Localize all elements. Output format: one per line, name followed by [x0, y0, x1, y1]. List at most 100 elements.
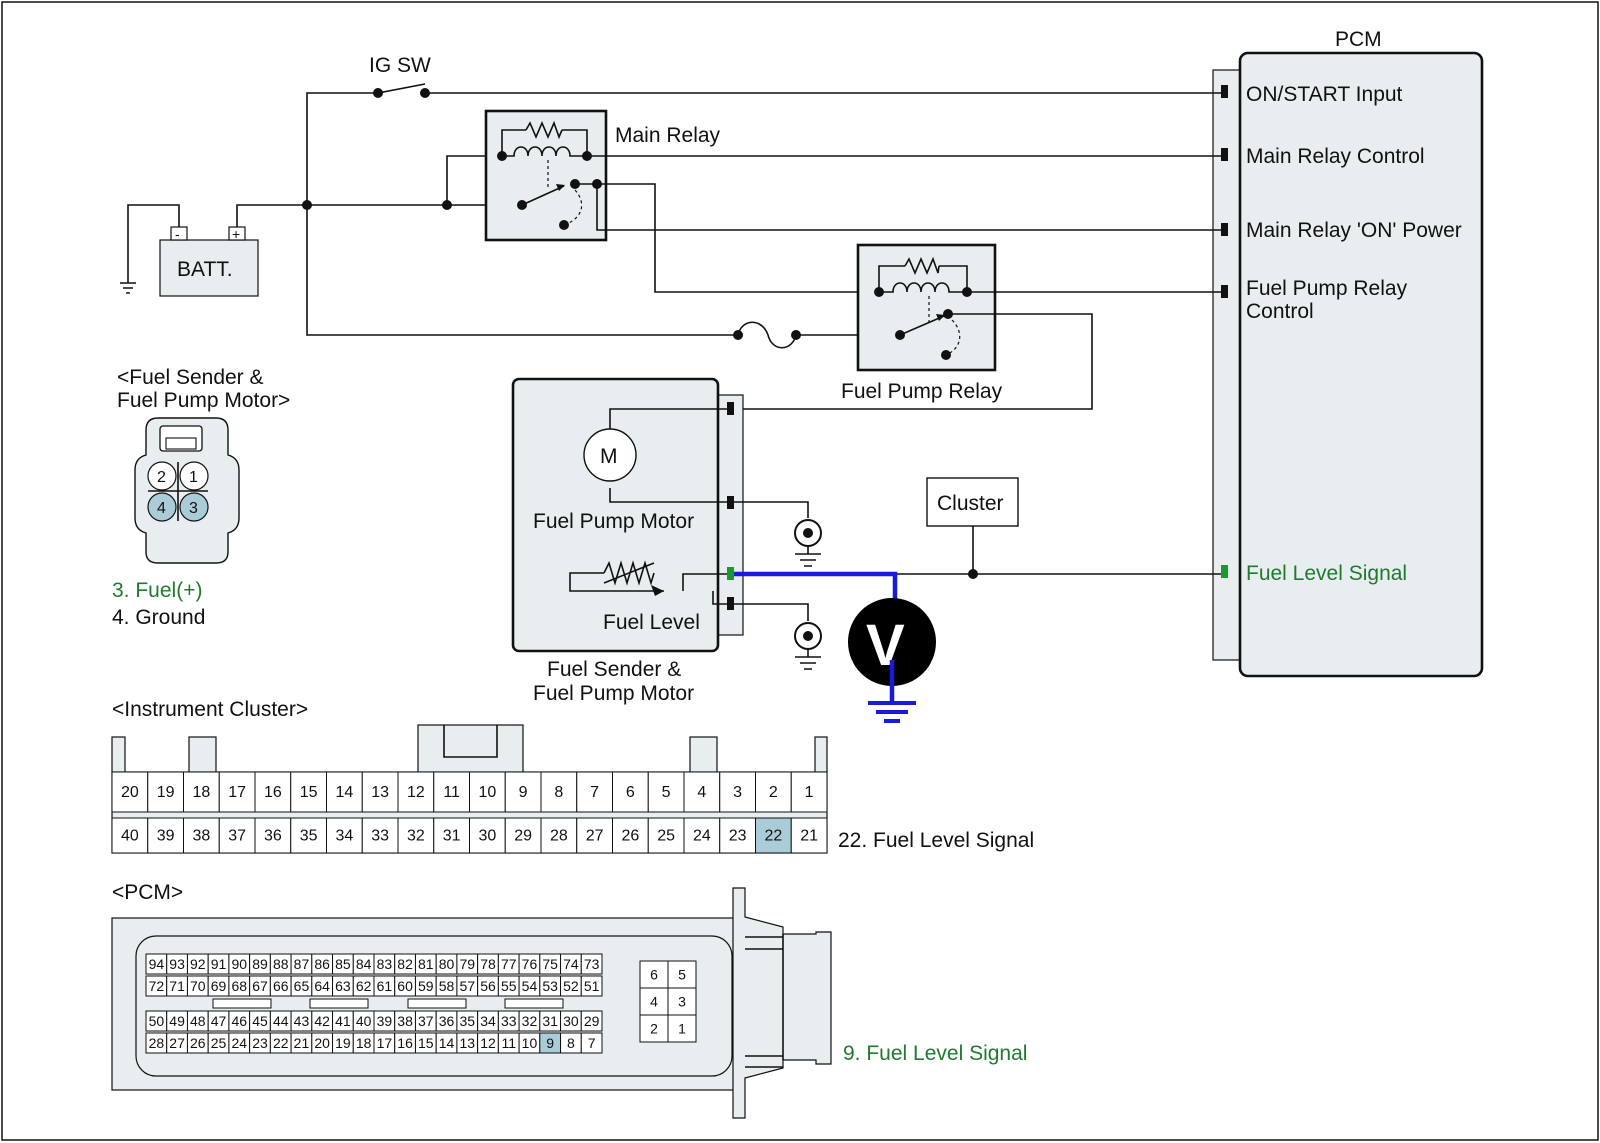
cluster-connector-tab [188, 736, 217, 773]
cluster-pin-13-cell [361, 771, 399, 813]
pcm-key-slot [407, 998, 467, 1009]
pcm-pin-39-label: 39 [377, 1013, 393, 1029]
pcm-pin-74-label: 74 [563, 956, 579, 972]
cluster-pin-27-label: 27 [586, 828, 604, 845]
pcm-pin-51-cell [580, 975, 603, 997]
pcm-pin-22-label: 22 [273, 1035, 289, 1051]
voltmeter-ground-symbol [868, 701, 916, 723]
pcm-pin-24-label: 24 [231, 1035, 247, 1051]
cluster-pin-17-cell [218, 771, 256, 813]
pcm-pin-48-label: 48 [190, 1013, 206, 1029]
cluster-pin-32-cell [397, 817, 435, 854]
cluster-pin-7-label: 7 [590, 784, 599, 801]
sender-wiper-arrow [651, 585, 664, 596]
pcm-pin-63-label: 63 [335, 978, 351, 994]
cluster-pin-9-cell [504, 771, 542, 813]
ig-switch-blade [377, 83, 426, 94]
fuel-sender-assembly: M Fuel Pump Motor Fuel Level Fuel Sender… [511, 377, 744, 705]
sender-pin-cross [148, 462, 208, 521]
cluster-pin-31-cell [433, 817, 470, 854]
cluster-pin-28-cell [540, 817, 578, 854]
sender-terminal-ground [727, 597, 734, 610]
cluster-pin-28-label: 28 [550, 828, 568, 845]
pcm-terminal-on-start [1221, 85, 1228, 98]
pcm-terminal-main-relay-on-power [1221, 223, 1228, 236]
cluster-pin-6-label: 6 [626, 784, 635, 801]
cluster-pin-26-label: 26 [621, 828, 639, 845]
cluster-pin-8-label: 8 [554, 784, 563, 801]
cluster-pin-37-label: 37 [228, 828, 246, 845]
cluster-pin-1-cell [790, 771, 828, 813]
fuel-sender-box [511, 377, 720, 653]
pcm-pin-80-label: 80 [439, 956, 455, 972]
sender-connector-latch-inner [165, 437, 197, 450]
wire-fp-relay-to-motor [735, 313, 1093, 410]
cluster-label: Cluster [937, 492, 1004, 515]
pcm-pin-72-label: 72 [149, 978, 165, 994]
pcm-pin-8-label: 8 [567, 1035, 575, 1051]
pcm-pin-47-label: 47 [211, 1013, 227, 1029]
cluster-pin-21-cell [790, 817, 828, 854]
sender-ground-symbol [795, 649, 821, 670]
cluster-pin-3-label: 3 [733, 784, 742, 801]
pcm-pin-66-label: 66 [273, 978, 289, 994]
ig-switch-label: IG SW [369, 54, 431, 77]
pcm-pin-81-label: 81 [418, 956, 434, 972]
relay-contact [497, 151, 507, 161]
ig-switch-contact [420, 88, 430, 98]
wire-main-relay-on-power [596, 184, 1221, 231]
pcm-key-slot [212, 998, 272, 1009]
cluster-pin-34-cell [326, 817, 363, 854]
pcm-pin-10-label: 10 [522, 1035, 538, 1051]
fuse-symbol [737, 321, 797, 349]
cluster-pin-36-cell [254, 817, 292, 854]
cluster-pin-39-label: 39 [157, 828, 175, 845]
pcm-pin-25-label: 25 [211, 1035, 227, 1051]
pcm-pin-46-label: 46 [231, 1013, 247, 1029]
pcm-pin-77-label: 77 [501, 956, 517, 972]
fuse-contact [791, 330, 801, 340]
cluster-pin-39-cell [147, 817, 184, 854]
pcm-pin-16-label: 16 [397, 1035, 413, 1051]
pcm-label-fuel-pump-relay-control-2: Control [1246, 300, 1314, 323]
relay-contact [962, 287, 972, 297]
cluster-pin-12-cell [397, 771, 435, 813]
cluster-pin-4-label: 4 [697, 784, 706, 801]
cluster-pin-15-label: 15 [300, 784, 318, 801]
fuse-contact [733, 330, 743, 340]
junction-dot [968, 569, 978, 579]
motor-terminal-pos [727, 402, 734, 415]
fuel-level-label: Fuel Level [603, 611, 700, 634]
fuel-pump-relay-label: Fuel Pump Relay [841, 380, 1003, 403]
pcm-label-fuel-pump-relay-control-1: Fuel Pump Relay [1246, 277, 1408, 300]
pcm-side-pin-6-label: 6 [650, 967, 658, 983]
voltmeter-letter: V [866, 613, 905, 678]
pcm-pin-36-label: 36 [439, 1013, 455, 1029]
cluster-connector-title: <Instrument Cluster> [112, 698, 308, 721]
pcm-pin-65-label: 65 [294, 978, 310, 994]
pcm-connector-strip [1212, 69, 1244, 661]
pcm-side-pin-3-cell [667, 987, 697, 1016]
pcm-pin-85-label: 85 [335, 956, 351, 972]
cluster-pin-6-cell [612, 771, 649, 813]
fp-relay-resistor [904, 256, 940, 276]
pcm-pin-57-label: 57 [459, 978, 475, 994]
pcm-pin-34-label: 34 [480, 1013, 496, 1029]
pcm-pin-91-label: 91 [211, 956, 227, 972]
pcm-pin-73-cell [580, 953, 603, 975]
cluster-connector-tab [111, 736, 126, 773]
pcm-pin-7-label: 7 [588, 1035, 596, 1051]
relay-contact [874, 287, 884, 297]
main-relay-label: Main Relay [615, 124, 721, 147]
fuel-sender-connector: <Fuel Sender & Fuel Pump Motor> 2 1 4 3 … [112, 366, 290, 629]
cluster-pin-14-label: 14 [335, 784, 353, 801]
cluster-pin-35-label: 35 [300, 828, 318, 845]
sender-terminal-signal [727, 567, 734, 580]
cluster-pin-4-cell [683, 771, 721, 813]
cluster-pin-18-label: 18 [192, 784, 210, 801]
main-relay-switch-arm [521, 185, 565, 206]
pcm-side-pin-1-cell [667, 1014, 697, 1043]
pcm-pin-68-label: 68 [231, 978, 247, 994]
cluster-pin-32-label: 32 [407, 828, 425, 845]
